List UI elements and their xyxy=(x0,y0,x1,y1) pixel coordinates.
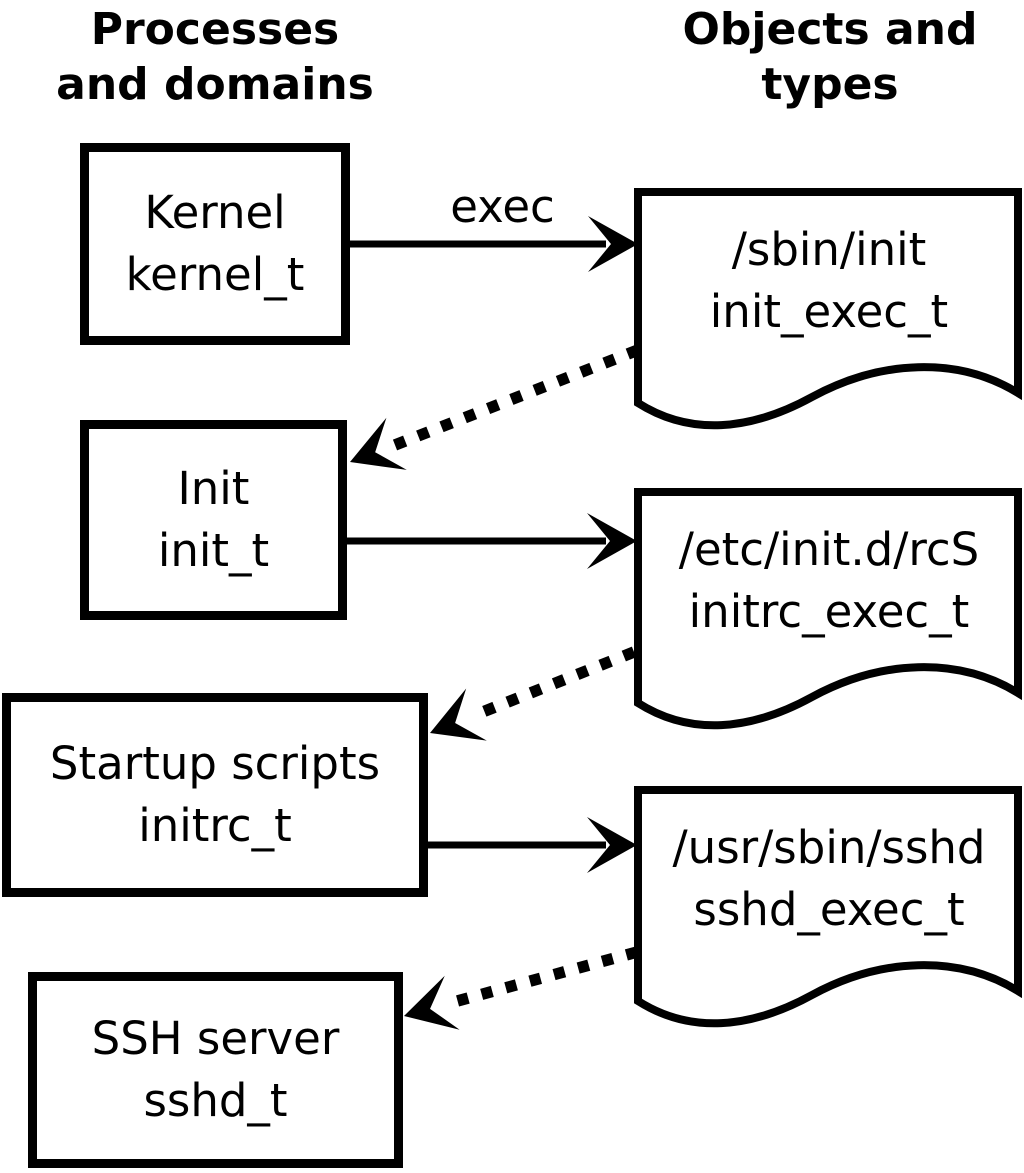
header-line: and domains xyxy=(56,59,374,110)
header-line: types xyxy=(761,59,899,110)
column-header-processes-and-domains: Processes and domains xyxy=(10,2,420,112)
object-type: sshd_exec_t xyxy=(693,883,965,936)
process-domain: initrc_t xyxy=(138,799,292,852)
object-path: /etc/init.d/rcS xyxy=(678,523,980,576)
object-label-etc-initd-rcs: /etc/init.d/rcS initrc_exec_t xyxy=(640,519,1018,643)
exec-arrow-label: exec xyxy=(450,180,555,233)
object-path: /sbin/init xyxy=(731,223,927,276)
process-name: Startup scripts xyxy=(49,737,381,790)
object-path: /usr/sbin/sshd xyxy=(672,821,986,874)
process-domain: kernel_t xyxy=(125,248,305,301)
dotted-arrow-sbin-init-to-init xyxy=(350,344,641,470)
process-box-kernel: Kernel kernel_t xyxy=(80,143,350,345)
document-shape-etc-initd-rcs xyxy=(634,488,1022,730)
process-box-startup-scripts: Startup scripts initrc_t xyxy=(2,693,428,897)
process-box-init: Init init_t xyxy=(80,420,347,620)
process-name: SSH server xyxy=(91,1012,340,1065)
object-label-usr-sbin-sshd: /usr/sbin/sshd sshd_exec_t xyxy=(640,817,1018,941)
object-label-sbin-init: /sbin/init init_exec_t xyxy=(640,219,1018,343)
object-type: init_exec_t xyxy=(709,285,949,338)
arrow-kernel-to-sbin-init xyxy=(349,216,638,272)
object-type: initrc_exec_t xyxy=(688,585,970,638)
dotted-arrow-etc-initd-rcs-to-startup-scripts xyxy=(430,646,637,741)
process-name: Kernel xyxy=(144,186,286,239)
process-domain: sshd_t xyxy=(143,1074,288,1127)
header-line: Processes xyxy=(90,4,340,55)
dotted-arrow-usr-sbin-sshd-to-ssh-server xyxy=(404,946,639,1030)
arrow-startup-scripts-to-usr-sbin-sshd xyxy=(426,817,637,873)
document-shape-usr-sbin-sshd xyxy=(634,786,1022,1028)
header-line: Objects and xyxy=(682,4,978,55)
column-header-objects-and-types: Objects and types xyxy=(630,2,1024,112)
process-box-ssh-server: SSH server sshd_t xyxy=(28,972,403,1168)
document-shape-sbin-init xyxy=(634,188,1022,430)
arrow-init-to-etc-initd-rcs xyxy=(345,513,637,569)
process-domain: init_t xyxy=(157,524,270,577)
process-name: Init xyxy=(177,462,250,515)
